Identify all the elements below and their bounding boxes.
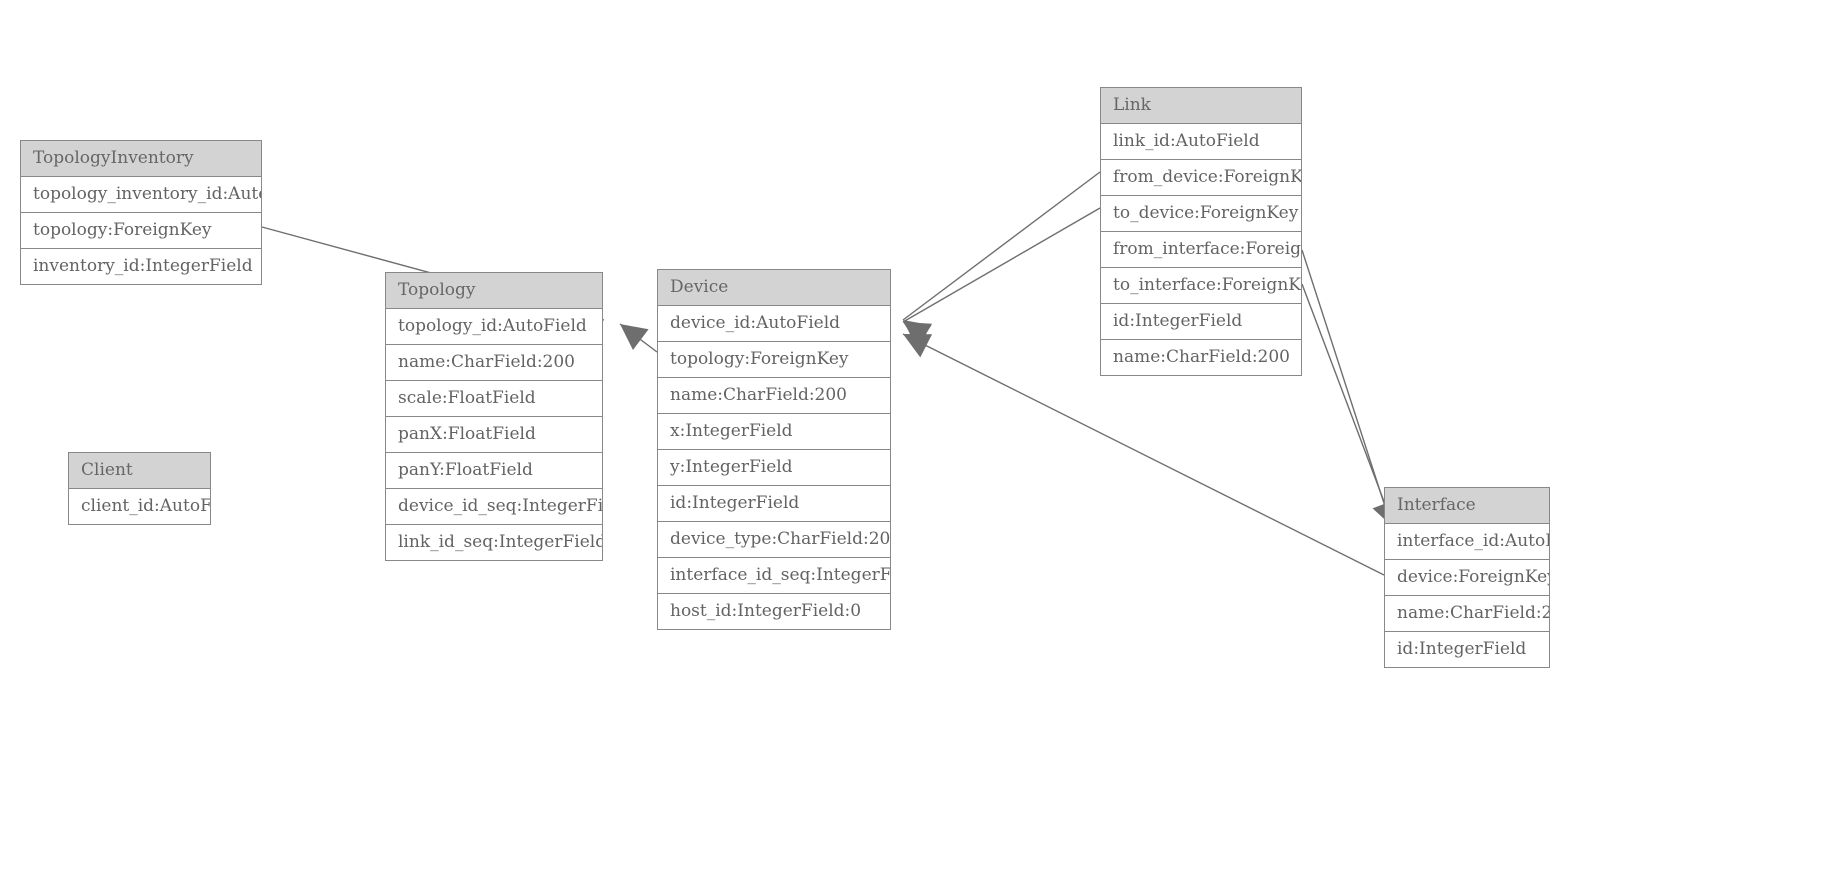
relationship-device-topology	[619, 323, 658, 353]
entity-field-device-0: device_id:AutoField	[658, 306, 890, 342]
entity-field-interface-0: interface_id:AutoField	[1385, 524, 1549, 560]
entity-title-interface: Interface	[1385, 488, 1549, 524]
entity-field-topologyinventory-2: inventory_id:IntegerField	[21, 249, 261, 284]
entity-field-topologyinventory-1: topology:ForeignKey	[21, 213, 261, 249]
entity-field-device-5: id:IntegerField	[658, 486, 890, 522]
arrowhead-link-to-device	[903, 322, 933, 347]
entity-field-topology-6: link_id_seq:IntegerField:0	[386, 525, 602, 560]
relationship-link-to-device	[902, 207, 1101, 347]
entity-field-device-2: name:CharField:200	[658, 378, 890, 414]
entity-field-device-7: interface_id_seq:IntegerField:0	[658, 558, 890, 594]
entity-field-topologyinventory-0: topology_inventory_id:AutoField	[21, 177, 261, 213]
arrowhead-interface-device	[903, 334, 933, 358]
entity-field-device-1: topology:ForeignKey	[658, 342, 890, 378]
entity-field-topology-3: panX:FloatField	[386, 417, 602, 453]
arrowhead-link-from-device	[903, 320, 932, 347]
entity-field-topology-1: name:CharField:200	[386, 345, 602, 381]
entity-field-link-5: id:IntegerField	[1101, 304, 1301, 340]
entity-field-link-2: to_device:ForeignKey	[1101, 196, 1301, 232]
relationship-link-from-interface	[1301, 249, 1393, 529]
entity-field-device-8: host_id:IntegerField:0	[658, 594, 890, 629]
entity-field-topology-4: panY:FloatField	[386, 453, 602, 489]
entity-title-device: Device	[658, 270, 890, 306]
entity-field-interface-2: name:CharField:200	[1385, 596, 1549, 632]
entity-field-interface-3: id:IntegerField	[1385, 632, 1549, 667]
entity-field-link-3: from_interface:ForeignKey	[1101, 232, 1301, 268]
entity-field-topology-0: topology_id:AutoField	[386, 309, 602, 345]
entity-field-link-0: link_id:AutoField	[1101, 124, 1301, 160]
entity-field-link-4: to_interface:ForeignKey	[1101, 268, 1301, 304]
entity-field-client-0: client_id:AutoField	[69, 489, 210, 524]
entity-title-client: Client	[69, 453, 210, 489]
entity-field-topology-2: scale:FloatField	[386, 381, 602, 417]
entity-title-link: Link	[1101, 88, 1301, 124]
arrowhead-device-topology	[620, 324, 649, 351]
entity-field-topology-5: device_id_seq:IntegerField:0	[386, 489, 602, 525]
entity-field-device-3: x:IntegerField	[658, 414, 890, 450]
entity-field-link-6: name:CharField:200	[1101, 340, 1301, 375]
entity-box-interface[interactable]: Interfaceinterface_id:AutoFielddevice:Fo…	[1384, 487, 1550, 668]
entity-title-topology: Topology	[386, 273, 602, 309]
entity-field-link-1: from_device:ForeignKey	[1101, 160, 1301, 196]
entity-title-topologyinventory: TopologyInventory	[21, 141, 261, 177]
relationship-link-from-device	[902, 171, 1101, 347]
entity-field-interface-1: device:ForeignKey	[1385, 560, 1549, 596]
entity-field-device-4: y:IntegerField	[658, 450, 890, 486]
entity-field-device-6: device_type:CharField:200	[658, 522, 890, 558]
